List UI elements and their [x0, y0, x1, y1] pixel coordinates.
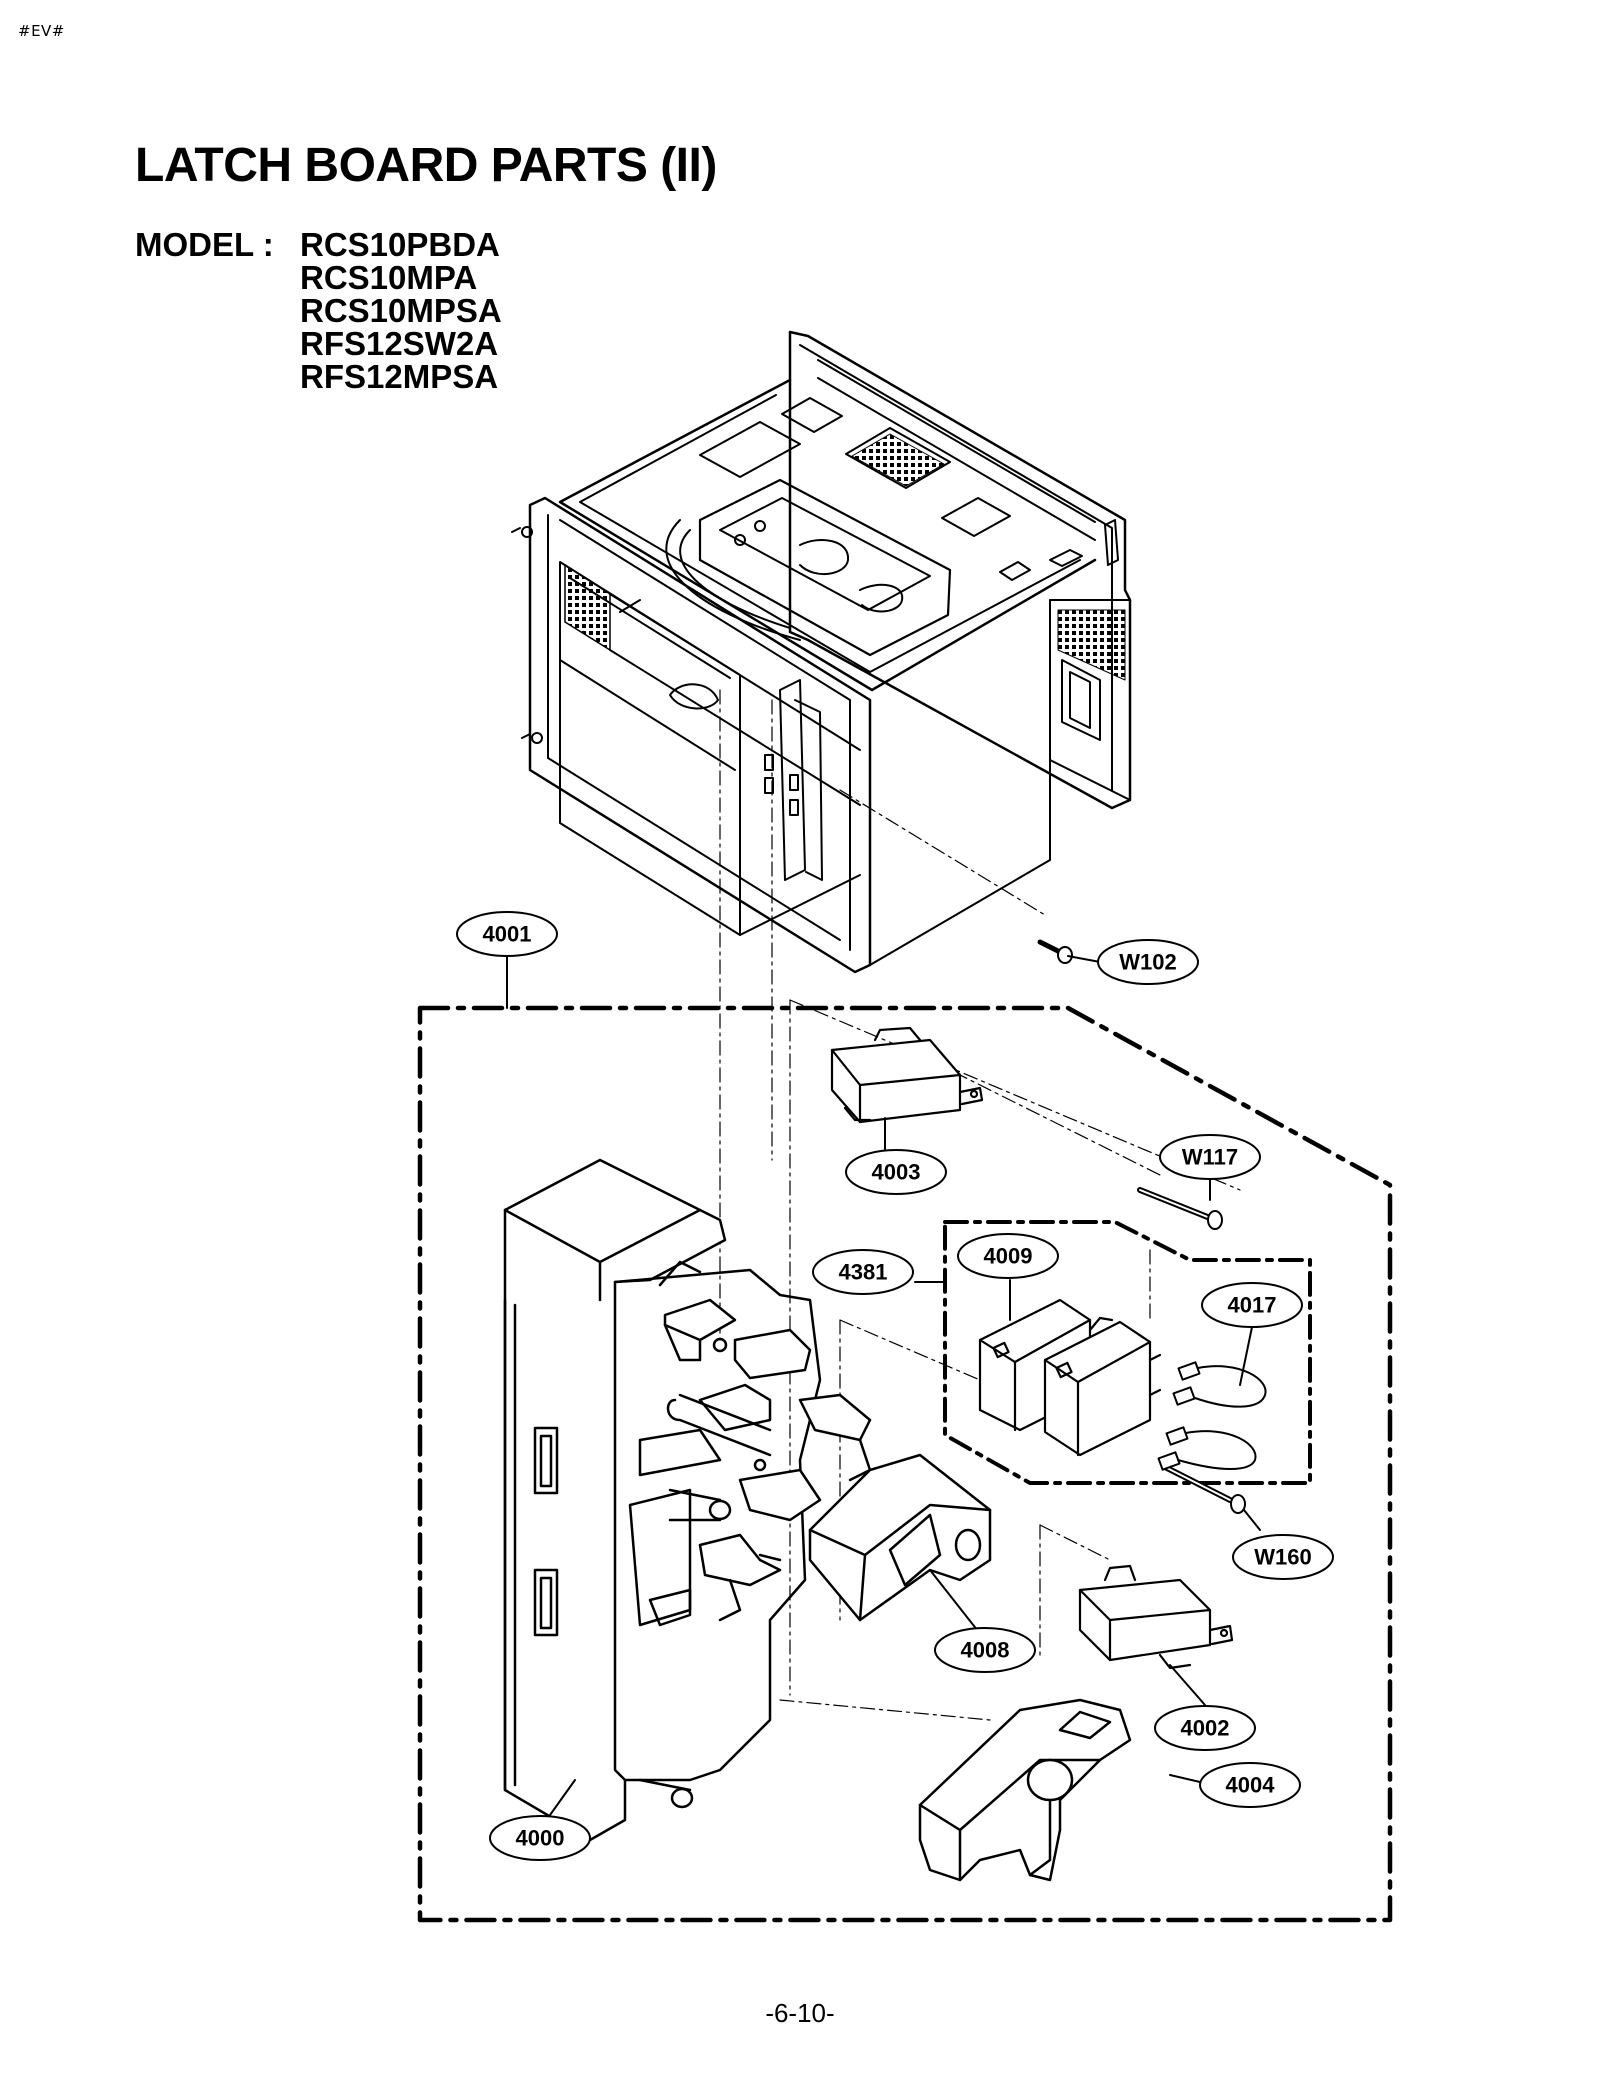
callout-4009: 4009: [957, 1233, 1059, 1279]
page-number: -6-10-: [765, 1998, 835, 2028]
assembly-4001-boundary: [417, 1005, 1393, 1923]
model-item: RCS10PBDA: [300, 226, 500, 263]
switch-4002: [1078, 1564, 1234, 1670]
callout-label: W102: [1119, 950, 1176, 975]
lever-4004: [918, 1698, 1132, 1882]
screw-w160: [1162, 1464, 1246, 1514]
side-vent-grille: [1057, 609, 1126, 681]
page-title: LATCH BOARD PARTS (II): [135, 139, 717, 192]
callout-4017: 4017: [1201, 1282, 1303, 1328]
screw-w102: [1037, 939, 1073, 964]
model-item: RFS12SW2A: [300, 325, 499, 362]
switch-4003: [830, 1026, 984, 1124]
model-label: MODEL :: [135, 226, 283, 263]
callout-label: W117: [1182, 1145, 1238, 1170]
wire-harness-4017: [1157, 1361, 1267, 1471]
model-list-block: MODEL : RCS10PBDA RCS10MPA RCS10MPSA RFS…: [135, 228, 502, 393]
assembly-4381-boundary: [943, 1220, 1312, 1485]
latch-lever-4008: [808, 1453, 992, 1622]
latch-board-4000: [503, 1158, 872, 1842]
callout-label: 4003: [872, 1160, 921, 1185]
cavity-assembly: [511, 330, 1132, 974]
top-vent-grille: [851, 433, 945, 487]
callout-4000: 4000: [489, 1815, 591, 1861]
model-item: RCS10MPSA: [300, 292, 502, 329]
callout-label: 4000: [516, 1826, 565, 1851]
model-list: RCS10PBDA RCS10MPA RCS10MPSA RFS12SW2A R…: [300, 228, 502, 393]
callout-4002: 4002: [1154, 1705, 1256, 1751]
callout-label: 4004: [1226, 1773, 1276, 1798]
document-tag: #EV#: [18, 22, 65, 40]
model-item: RFS12MPSA: [300, 358, 499, 395]
switch-pair-4009: [978, 1298, 1162, 1457]
callout-label: 4002: [1181, 1716, 1230, 1741]
callout-4004: 4004: [1199, 1762, 1301, 1808]
model-row: MODEL : RCS10PBDA RCS10MPA RCS10MPSA RFS…: [135, 228, 502, 393]
callout-4008: 4008: [934, 1627, 1036, 1673]
callout-label: 4017: [1228, 1293, 1277, 1318]
callout-4001: 4001: [456, 911, 558, 957]
callout-leaders: [506, 953, 1261, 1816]
callout-label: 4381: [839, 1260, 888, 1285]
model-item: RCS10MPA: [300, 259, 478, 296]
callout-4381: 4381: [812, 1249, 914, 1295]
callout-w117: W117: [1159, 1134, 1261, 1180]
callout-label: W160: [1254, 1545, 1311, 1570]
callout-label: 4001: [483, 922, 532, 947]
callout-label: 4008: [961, 1638, 1010, 1663]
callout-w160: W160: [1232, 1534, 1334, 1580]
screw-w117: [1137, 1187, 1223, 1230]
callout-w102: W102: [1097, 939, 1199, 985]
callout-4003: 4003: [845, 1149, 947, 1195]
callout-label: 4009: [984, 1244, 1033, 1269]
